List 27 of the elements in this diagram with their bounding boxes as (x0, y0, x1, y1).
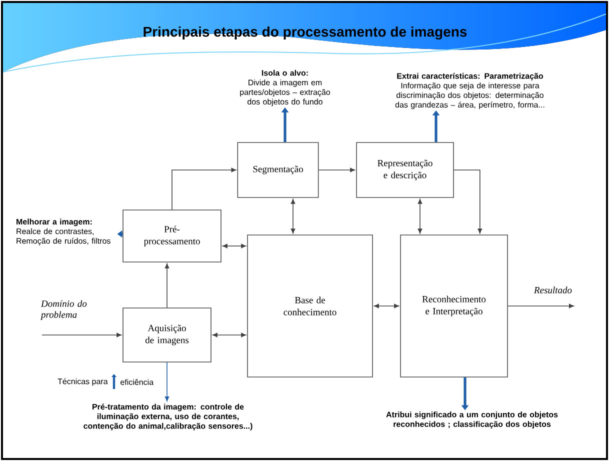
arrow (290, 199, 296, 234)
note-text: eficiência (120, 379, 154, 385)
annotation-text: Pré-tratamento da imagem: controle de iluminação externa, uso de corantes, contenção do animal,calibração sensores...) (84, 404, 252, 430)
annotation-text: Atribui significado a um conjunto de objetos reconhecidos ; classificação dos objetos (386, 411, 558, 429)
edge-label: Domínio do problema (40, 300, 87, 320)
process-box: Pré-processamento (122, 210, 222, 262)
process-box: Aquisição de imagens (122, 308, 212, 362)
process-box: Reconhecimento e Interpretação (400, 234, 508, 378)
arrow (42, 332, 122, 338)
annotation-text: Isola o alvo: Divide a imagem em partes/objetos – extração dos objetos do fundo (240, 70, 330, 106)
arrow (222, 244, 246, 248)
edge-label: Resultado (534, 286, 572, 294)
annotation-text: Melhorar a imagem: Realce de contrastes, Remoção de ruídos, filtros (16, 218, 110, 246)
annotation-text: Extrai características: Parametrização Informação que seja de interesse para discriminação dos objetos: determinação das grandezas – área, perímetro, forma... (395, 72, 544, 110)
note-text: Técnicas para (58, 378, 108, 386)
arrow (318, 168, 355, 172)
process-box: Segmentação (237, 142, 319, 198)
arrow (164, 264, 170, 308)
callout-arrow (164, 362, 170, 402)
arrow (418, 199, 422, 234)
arrow (374, 304, 399, 308)
arrow (172, 168, 236, 210)
process-box: Representação e descrição (356, 142, 454, 198)
process-box: Base de conhecimento (247, 234, 373, 378)
arrow (508, 304, 574, 308)
arrow (454, 170, 482, 234)
arrow (212, 332, 246, 338)
